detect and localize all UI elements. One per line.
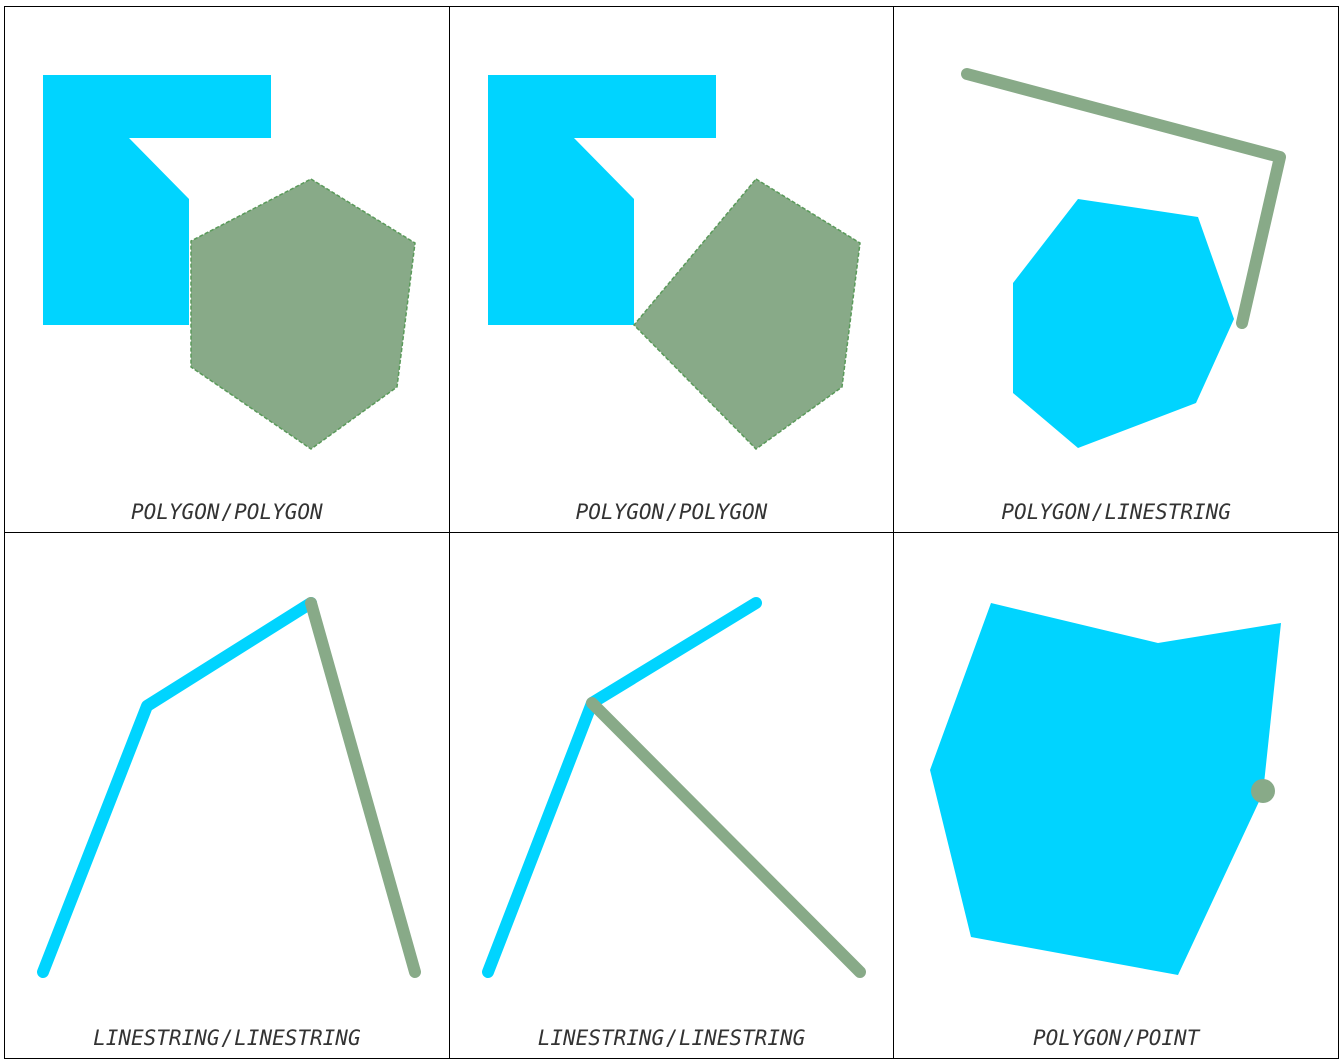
caption-left: POLYGON (576, 500, 665, 524)
cell-polygon-point: POLYGON/POINT (894, 533, 1339, 1059)
blue-linestring (488, 603, 756, 972)
caption-right: LINESTRING (1105, 500, 1231, 524)
cell-polygon-polygon-1: POLYGON/POLYGON (5, 7, 450, 533)
blue-polygon (930, 603, 1281, 975)
caption: LINESTRING/LINESTRING (5, 1026, 449, 1050)
caption: POLYGON/POLYGON (450, 500, 894, 524)
cell-polygon-linestring: POLYGON/LINESTRING (894, 7, 1339, 533)
green-hexagon (191, 179, 415, 449)
blue-linestring (43, 603, 311, 972)
caption: POLYGON/LINESTRING (894, 500, 1338, 524)
diagram-polygon-point (894, 533, 1339, 1058)
green-point (1251, 779, 1275, 803)
diagram-polygon-polygon-1 (5, 7, 450, 532)
cell-polygon-polygon-2: POLYGON/POLYGON (449, 7, 894, 533)
green-linestring (592, 703, 860, 972)
caption-separator: / (664, 500, 679, 524)
caption-separator: / (664, 1026, 679, 1050)
caption-right: POINT (1136, 1026, 1199, 1050)
green-linestring (311, 603, 415, 972)
blue-octagon (1013, 199, 1234, 448)
diagram-polygon-polygon-2 (450, 7, 895, 532)
caption-right: POLYGON (234, 500, 323, 524)
caption: LINESTRING/LINESTRING (450, 1026, 894, 1050)
caption-right: POLYGON (679, 500, 768, 524)
caption-right: LINESTRING (679, 1026, 805, 1050)
caption: POLYGON/POLYGON (5, 500, 449, 524)
caption-separator: / (220, 500, 235, 524)
caption-left: LINESTRING (538, 1026, 664, 1050)
caption-right: LINESTRING (234, 1026, 360, 1050)
caption-separator: / (220, 1026, 235, 1050)
diagram-linestring-linestring-2 (450, 533, 895, 1058)
caption-left: POLYGON (1033, 1026, 1122, 1050)
diagram-linestring-linestring-1 (5, 533, 450, 1058)
green-pentagon (634, 179, 860, 449)
caption-left: LINESTRING (93, 1026, 219, 1050)
cell-linestring-linestring-2: LINESTRING/LINESTRING (449, 533, 894, 1059)
caption-separator: / (1090, 500, 1105, 524)
diagram-polygon-linestring (894, 7, 1339, 532)
cell-linestring-linestring-1: LINESTRING/LINESTRING (5, 533, 450, 1059)
comparison-grid: POLYGON/POLYGON POLYGON/POLYGON POLYGON/… (4, 6, 1339, 1059)
caption-left: POLYGON (131, 500, 220, 524)
caption: POLYGON/POINT (894, 1026, 1338, 1050)
caption-left: POLYGON (1001, 500, 1090, 524)
caption-separator: / (1121, 1026, 1136, 1050)
